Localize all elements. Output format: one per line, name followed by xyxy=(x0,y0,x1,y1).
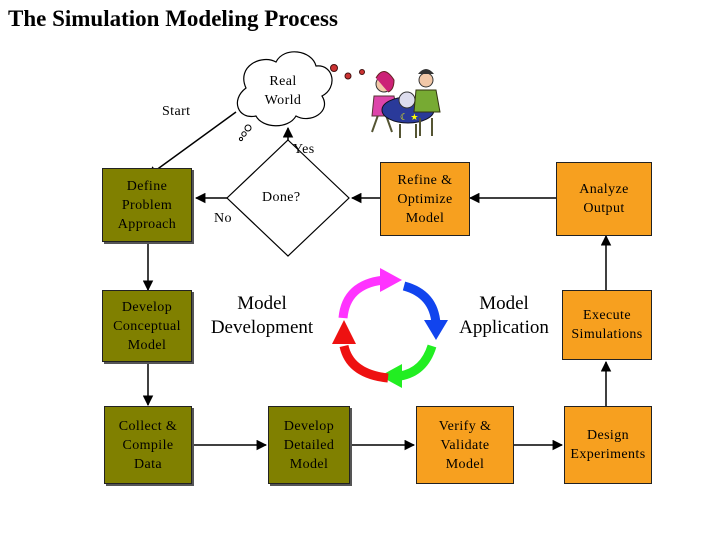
collect-data-box: Collect & Compile Data xyxy=(104,406,192,484)
yes-label: Yes xyxy=(293,142,315,157)
define-problem-box: Define Problem Approach xyxy=(102,168,192,242)
verify-validate-box: Verify & Validate Model xyxy=(416,406,514,484)
model-cycle-arrows xyxy=(332,268,448,388)
design-experiments-box: Design Experiments xyxy=(564,406,652,484)
model-development-label: Model Development xyxy=(210,293,314,338)
page-title: The Simulation Modeling Process xyxy=(8,6,338,31)
svg-text:☾ ★: ☾ ★ xyxy=(400,112,418,122)
analyze-output-box: Analyze Output xyxy=(556,162,652,236)
fortune-teller-icon: ☾ ★ xyxy=(371,69,441,138)
refine-optimize-box: Refine & Optimize Model xyxy=(380,162,470,236)
thought-bubble-dots xyxy=(330,64,365,80)
model-application-label: Model Application xyxy=(459,293,549,338)
start-label: Start xyxy=(162,104,191,119)
no-label: No xyxy=(214,211,232,226)
cloud-label: Real World xyxy=(264,74,302,108)
done-diamond xyxy=(226,139,350,257)
develop-conceptual-box: Develop Conceptual Model xyxy=(102,290,192,362)
done-label: Done? xyxy=(262,190,301,205)
develop-detailed-box: Develop Detailed Model xyxy=(268,406,350,484)
execute-simulations-box: Execute Simulations xyxy=(562,290,652,360)
cloud-shape xyxy=(236,51,333,142)
